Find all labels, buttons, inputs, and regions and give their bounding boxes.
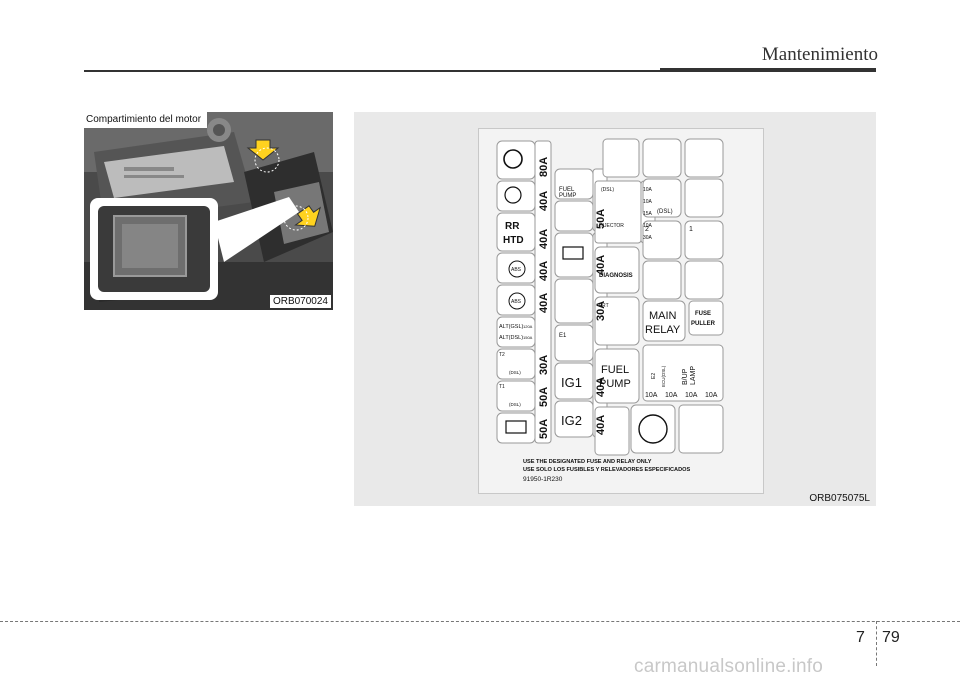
- diagnosis-label: DIAGNOSIS: [599, 273, 633, 279]
- mini-fuse-rating: 30A: [643, 235, 653, 241]
- t2-label: T2: [499, 352, 505, 358]
- footer-divider: [876, 621, 877, 666]
- dsl-label: (DSL): [509, 370, 521, 375]
- photo-caption: Compartimiento del motor: [84, 112, 208, 128]
- lamp-label: LAMP: [690, 366, 697, 385]
- pump-label: PUMP: [599, 378, 631, 390]
- htd-label: HTD: [503, 235, 524, 246]
- t1-label: T1: [499, 384, 505, 390]
- middle-fuel-label: FUEL: [559, 187, 575, 193]
- ecu-label: ECU(DSL): [661, 365, 666, 387]
- fuse-rating: 50A: [538, 387, 550, 407]
- fuse-rating: 80A: [538, 157, 550, 177]
- frt-label: FRT: [599, 303, 609, 309]
- mini-fuse-rating: 10A: [643, 223, 653, 229]
- middle-pump-label: PUMP: [559, 193, 576, 199]
- fuse-rating: 40A: [538, 229, 550, 249]
- relay-label: RELAY: [645, 324, 681, 336]
- notice-line-1: USE THE DESIGNATED FUSE AND RELAY ONLY: [523, 459, 652, 465]
- e1-label: E1: [559, 333, 567, 339]
- panel-image-code: ORB075075L: [809, 493, 870, 504]
- battery-icon: [505, 420, 527, 434]
- engine-photo: Compartimiento del motor ORB070024: [84, 112, 333, 310]
- alt-gsl-rating: 120A: [523, 324, 533, 329]
- fuse-label: FUSE: [695, 311, 711, 317]
- rr-label: RR: [505, 221, 520, 232]
- bottom-fuse: 10A: [685, 392, 698, 399]
- fuse-rating: 40A: [538, 293, 550, 313]
- fan-icon: [504, 186, 522, 204]
- backup-label: B/UP: [682, 368, 689, 385]
- dsl-label: (DSL): [657, 209, 673, 215]
- battery-icon: [562, 246, 584, 260]
- puller-label: PULLER: [691, 321, 716, 327]
- chapter-number: 7: [856, 629, 865, 646]
- photo-image-code: ORB070024: [269, 295, 331, 308]
- header-rule-accent: [660, 68, 876, 72]
- fuse-panel: 80A 40A 40A 40A 40A 30A 50A 50A 50A 40A …: [354, 112, 876, 506]
- fuse-rating: 50A: [538, 419, 550, 439]
- header-title: Mantenimiento: [761, 44, 878, 65]
- page-number: 79: [882, 629, 900, 646]
- part-number: 91950-1R230: [523, 476, 563, 483]
- ig2-label: IG2: [561, 413, 582, 428]
- fuel-label: FUEL: [601, 364, 629, 376]
- alt-dsl-label: ALT(DSL): [499, 335, 523, 341]
- footer-rule: [0, 621, 960, 622]
- fuse-rating: 30A: [538, 355, 550, 375]
- fuse-rating: 40A: [538, 261, 550, 281]
- bottom-fuse: 10A: [665, 392, 678, 399]
- engine-photo-illustration: [84, 112, 333, 310]
- number-label: 2: [645, 226, 649, 233]
- mini-fuse-rating: 10A: [643, 199, 653, 205]
- mini-fuse-rating: 15A: [643, 211, 653, 217]
- abs-icon: [508, 260, 526, 278]
- dsl-label: (DSL): [509, 402, 521, 407]
- main-label: MAIN: [649, 310, 677, 322]
- fuse-rating: 40A: [595, 415, 607, 435]
- abs-label: ABS: [511, 299, 522, 305]
- alt-dsl-rating: 150A: [523, 335, 533, 340]
- fuse-box-diagram: 80A 40A 40A 40A 40A 30A 50A 50A 50A 40A …: [478, 128, 764, 494]
- e2-label: E2: [651, 373, 657, 379]
- fuse-rating: 40A: [538, 191, 550, 211]
- abs-icon: [508, 292, 526, 310]
- fuse-rating: 40A: [595, 377, 607, 397]
- ig1-label: IG1: [561, 375, 582, 390]
- watermark: carmanualsonline.info: [634, 656, 824, 677]
- header-rule: [84, 70, 874, 72]
- abs-label: ABS: [511, 267, 522, 273]
- fuse-rating: 30A: [595, 301, 607, 321]
- fuse-rating: 40A: [595, 255, 607, 275]
- fuse-rating: 50A: [595, 209, 607, 229]
- mini-dsl-label: (DSL): [601, 187, 614, 193]
- fan-icon: [638, 414, 668, 444]
- bottom-fuse: 10A: [645, 392, 658, 399]
- number-label: 1: [689, 226, 693, 233]
- notice-line-2: USE SOLO LOS FUSIBLES Y RELEVADORES ESPE…: [523, 467, 690, 473]
- injector-label: INJECTOR: [599, 223, 624, 229]
- mini-fuse-rating: 10A: [643, 187, 653, 193]
- steering-wheel-icon: [503, 149, 523, 169]
- fuse-box-drawing: 80A 40A 40A 40A 40A 30A 50A 50A 50A 40A …: [496, 138, 724, 483]
- alt-gsl-label: ALT(GSL): [499, 324, 524, 330]
- bottom-fuse: 10A: [705, 392, 718, 399]
